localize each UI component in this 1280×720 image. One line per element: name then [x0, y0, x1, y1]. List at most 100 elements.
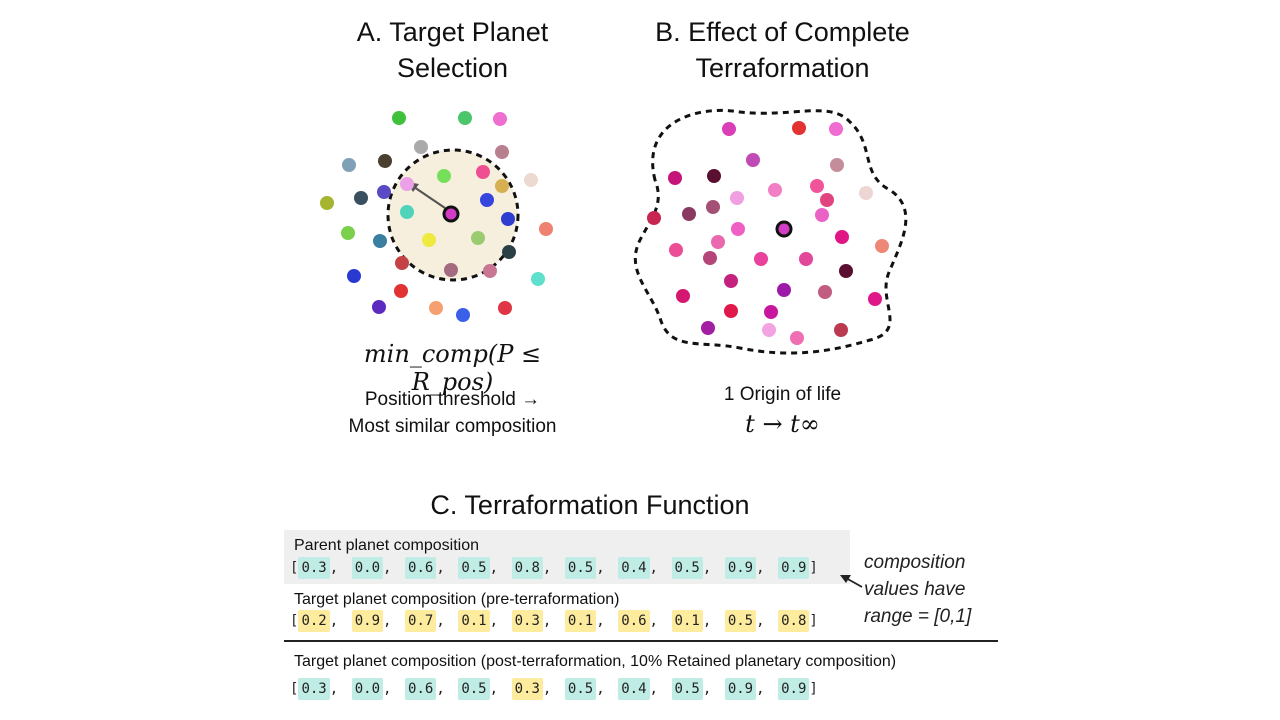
planet: [395, 256, 409, 270]
composition-value: 0.3: [298, 557, 330, 579]
parent-composition-values: [0.3,0.0,0.6,0.5,0.8,0.5,0.4,0.5,0.9,0.9…: [290, 557, 818, 579]
value-separator: ,: [489, 681, 499, 697]
value-separator: ,: [756, 613, 765, 629]
value-separator: ,: [649, 560, 658, 576]
value-separator: ,: [702, 681, 712, 697]
panel-c-title: C. Terraformation Function: [430, 490, 750, 520]
planets-diagram: [320, 108, 908, 355]
planet: [703, 251, 717, 265]
planet: [647, 211, 661, 225]
planet: [377, 185, 391, 199]
planet: [676, 289, 690, 303]
planet: [790, 331, 804, 345]
planet: [820, 193, 834, 207]
planet: [414, 140, 428, 154]
value-separator: ,: [702, 613, 712, 629]
planet: [378, 154, 392, 168]
value-separator: ,: [436, 681, 445, 697]
planet: [372, 300, 386, 314]
planet: [830, 158, 844, 172]
value-separator: ,: [649, 681, 658, 697]
composition-value: 0.9: [724, 557, 757, 579]
value-separator: ,: [329, 560, 339, 576]
planet: [524, 173, 538, 187]
planet: [730, 191, 744, 205]
planet: [722, 122, 736, 136]
planet: [429, 301, 443, 315]
planet: [392, 111, 406, 125]
planet: [373, 234, 387, 248]
composition-range-note: composition values have range = [0,1]: [864, 552, 972, 627]
planet: [707, 169, 721, 183]
planet: [400, 177, 414, 191]
panel-a-title: A. Target Planet Selection: [356, 17, 549, 83]
close-bracket: ]: [809, 560, 818, 576]
planet: [668, 171, 682, 185]
value-separator: ,: [542, 613, 552, 629]
composition-value: 0.1: [458, 610, 490, 632]
open-bracket: [: [290, 681, 299, 697]
open-bracket: [: [290, 613, 299, 629]
planet: [835, 230, 849, 244]
planet: [768, 183, 782, 197]
panel-b-caption: 1 Origin of life: [723, 384, 842, 405]
composition-value: 0.1: [564, 610, 597, 632]
composition-value: 0.5: [724, 610, 757, 632]
open-bracket: [: [290, 560, 299, 576]
value-separator: ,: [702, 560, 712, 576]
planet: [777, 283, 791, 297]
composition-value: 0.8: [778, 610, 810, 632]
planet: [480, 193, 494, 207]
value-separator: ,: [489, 560, 499, 576]
value-separator: ,: [489, 613, 499, 629]
planet: [347, 269, 361, 283]
composition-value: 0.6: [618, 610, 650, 632]
composition-value: 0.5: [671, 557, 703, 579]
planet: [501, 212, 515, 226]
composition-value: 0.3: [298, 678, 330, 700]
planet: [754, 252, 768, 266]
planet: [342, 158, 356, 172]
value-separator: ,: [756, 560, 765, 576]
panel-a-planets: [320, 111, 553, 322]
target-pre-label: Target planet composition (pre-terraform…: [294, 591, 620, 608]
composition-value: 0.9: [778, 678, 810, 700]
target-pre-values: [0.2,0.9,0.7,0.1,0.3,0.1,0.6,0.1,0.5,0.8…: [290, 610, 818, 632]
planet: [764, 305, 778, 319]
planet: [746, 153, 760, 167]
target-post-values: [0.3,0.0,0.6,0.5,0.3,0.5,0.4,0.5,0.9,0.9…: [290, 678, 818, 700]
value-separator: ,: [596, 560, 605, 576]
composition-value: 0.5: [564, 557, 597, 579]
value-separator: ,: [596, 613, 605, 629]
planet: [498, 301, 512, 315]
composition-value: 0.9: [724, 678, 757, 700]
planet: [829, 122, 843, 136]
value-separator: ,: [542, 560, 552, 576]
planet: [706, 200, 720, 214]
composition-value: 0.5: [458, 678, 490, 700]
divider-line: [284, 640, 998, 642]
planet: [669, 243, 683, 257]
planet: [724, 274, 738, 288]
close-bracket: ]: [809, 613, 818, 629]
value-separator: ,: [329, 613, 339, 629]
panel-b-formula: t → t∞: [745, 410, 820, 438]
planet: [762, 323, 776, 337]
planet: [400, 205, 414, 219]
planet: [539, 222, 553, 236]
planet: [799, 252, 813, 266]
planet: [437, 169, 451, 183]
composition-value: 0.4: [618, 678, 650, 700]
composition-value: 0.7: [405, 610, 437, 632]
planet: [810, 179, 824, 193]
planet: [839, 264, 853, 278]
panel-b-title: B. Effect of Complete Terraformation: [655, 17, 910, 83]
planet: [724, 304, 738, 318]
composition-value: 0.6: [405, 678, 437, 700]
value-separator: ,: [329, 681, 339, 697]
planet: [495, 179, 509, 193]
origin-planet-b: [775, 220, 793, 238]
value-separator: ,: [436, 613, 445, 629]
value-separator: ,: [436, 560, 445, 576]
planet: [834, 323, 848, 337]
